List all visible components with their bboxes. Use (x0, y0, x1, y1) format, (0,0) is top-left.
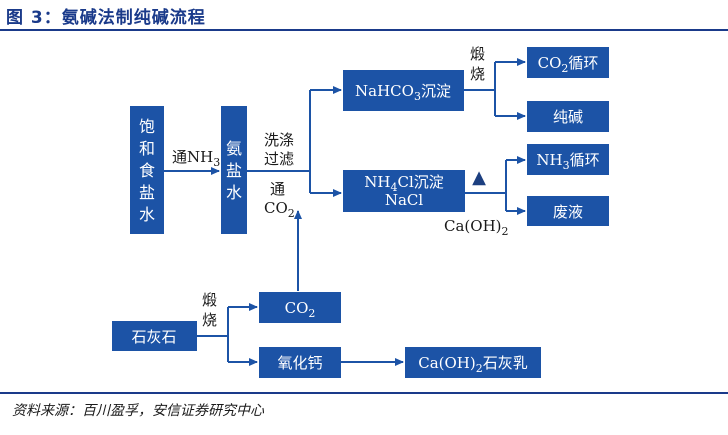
brine-char-2: 和 (139, 139, 155, 158)
add-co2-top-label: 通 (270, 180, 285, 198)
co2-label: CO2 (285, 299, 316, 320)
filter-label: 过滤 (264, 150, 294, 168)
calcine-bottom-char-1: 煅 (202, 291, 217, 309)
box-nahco3 (343, 70, 464, 111)
box-soda (527, 101, 609, 132)
co2-cycle-label: CO2循环 (538, 54, 599, 75)
ammonia-brine-char-2: 盐 (226, 161, 242, 180)
nh4cl-label: NH4Cl沉淀 (364, 173, 444, 194)
add-nh3-label: 通NH3 (172, 148, 220, 169)
calcium-oxide-label: 氧化钙 (277, 354, 322, 372)
box-co2-cycle (527, 47, 609, 78)
nh3-cycle-label: NH3循环 (536, 151, 599, 172)
box-co2 (259, 292, 341, 323)
nacl-label: NaCl (385, 191, 424, 209)
top-rule (0, 29, 728, 31)
heat-symbol: ▲ (472, 167, 486, 188)
box-brine (130, 106, 164, 234)
box-limestone (112, 321, 197, 351)
box-ammonia-brine (221, 106, 247, 234)
source-note: 资料来源：百川盈孚，安信证券研究中心 (12, 403, 264, 419)
calcine-top-char-2: 烧 (470, 65, 485, 83)
brine-char-5: 水 (139, 205, 155, 224)
caoh2-label: Ca(OH)2 (444, 217, 509, 238)
add-co2-label: CO2 (264, 199, 295, 220)
soda-ash-label: 纯碱 (553, 108, 583, 126)
wash-label: 洗涤 (264, 131, 294, 149)
calcine-top-char-1: 煅 (470, 45, 485, 63)
figure-title: 图 3：氨碱法制纯碱流程 (6, 8, 206, 28)
bottom-rule (0, 392, 728, 394)
ammonia-brine-char-1: 氨 (226, 139, 242, 158)
brine-char-4: 盐 (139, 183, 155, 202)
waste-liquid-label: 废液 (553, 203, 583, 221)
brine-char-3: 食 (139, 161, 155, 180)
ammonia-brine-char-3: 水 (226, 183, 242, 202)
lime-milk-label: Ca(OH)2石灰乳 (418, 354, 528, 375)
limestone-label: 石灰石 (131, 328, 176, 346)
box-cao (259, 347, 341, 378)
box-lime-milk (405, 347, 541, 378)
nahco3-label: NaHCO3沉淀 (355, 82, 451, 103)
box-nh3-cycle (527, 144, 609, 175)
calcine-bottom-char-2: 烧 (202, 311, 217, 329)
box-waste (527, 196, 609, 226)
brine-char-1: 饱 (139, 117, 155, 136)
box-nh4cl (343, 170, 465, 212)
